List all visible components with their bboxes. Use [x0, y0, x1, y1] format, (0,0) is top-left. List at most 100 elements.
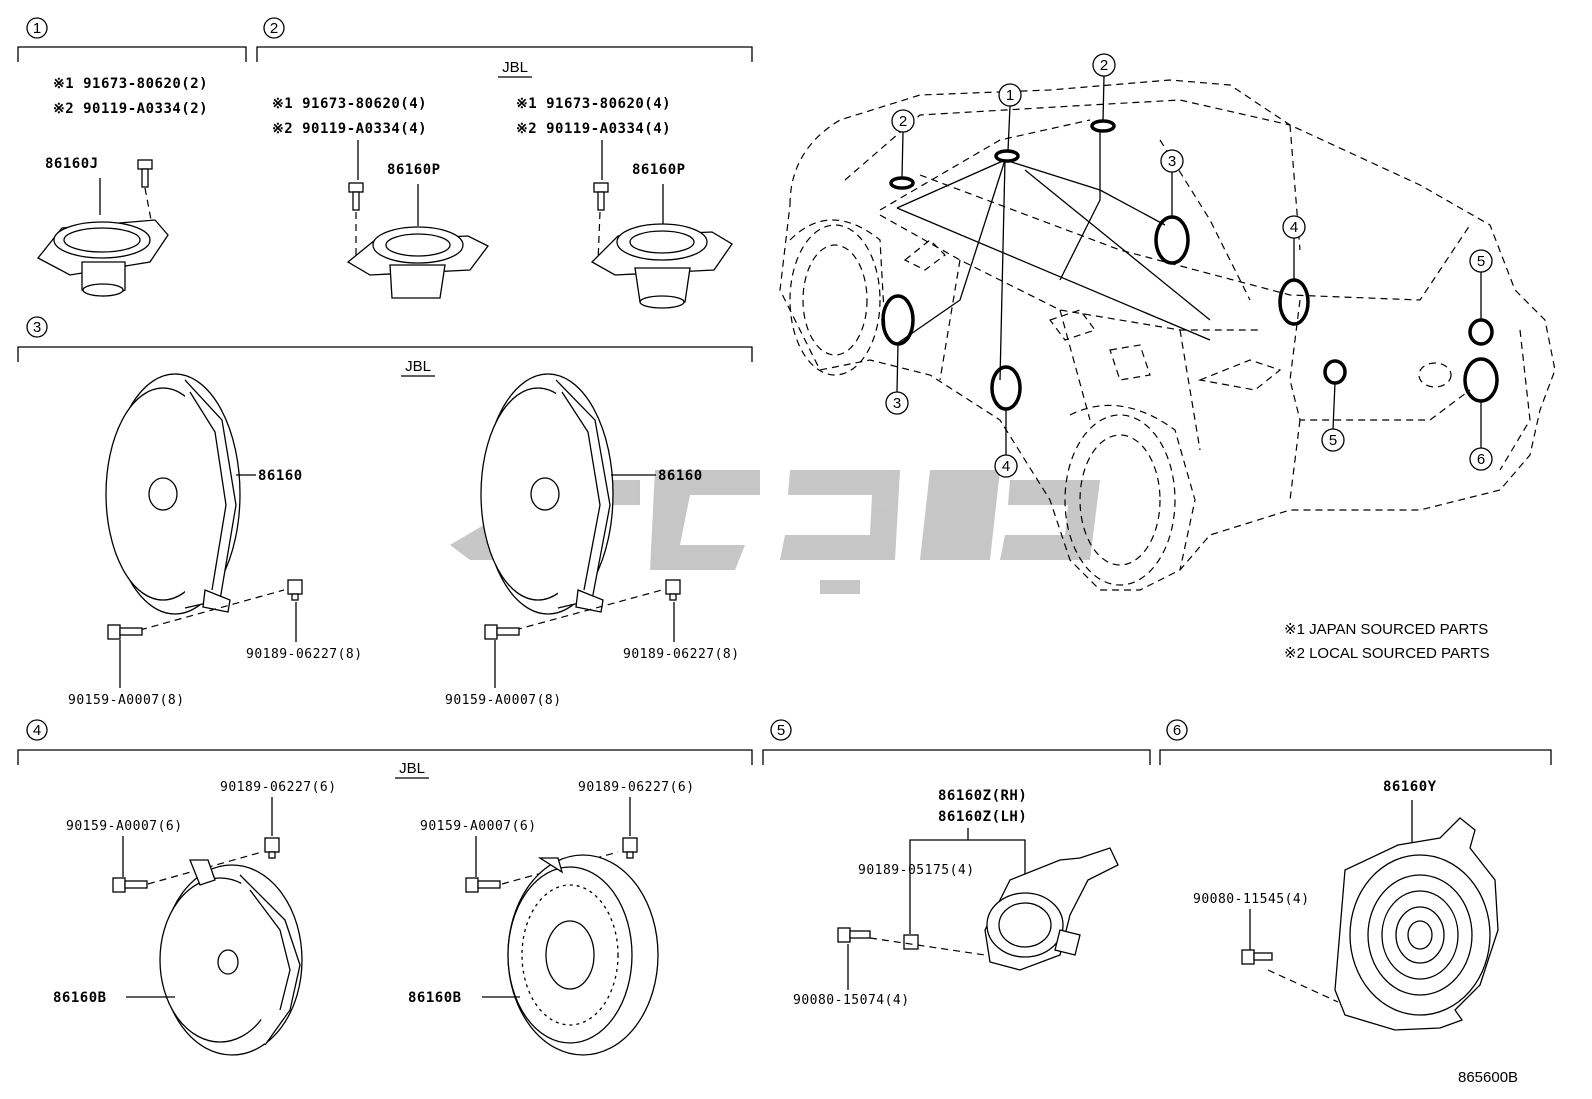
group-5-header: 5: [762, 719, 1151, 765]
svg-text:90189-06227(8): 90189-06227(8): [623, 647, 740, 662]
group-4-parts-right: 90189-06227(6) 90159-A0007(6) 86160B: [408, 780, 695, 1056]
group-6-header: 6: [1159, 719, 1552, 765]
svg-text:6: 6: [1173, 722, 1181, 739]
tweeter-speaker-icon: [37, 219, 169, 297]
svg-text:90189-06227(6): 90189-06227(6): [578, 780, 695, 795]
svg-text:90159-A0007(6): 90159-A0007(6): [66, 819, 183, 834]
svg-text:3: 3: [1168, 153, 1176, 170]
svg-text:2: 2: [270, 20, 278, 37]
svg-text:86160P: 86160P: [387, 162, 441, 178]
svg-text:90189-06227(8): 90189-06227(8): [246, 647, 363, 662]
svg-text:※1 91673-80620(4): ※1 91673-80620(4): [272, 96, 427, 112]
screw-icon: [593, 182, 609, 211]
svg-text:2: 2: [899, 113, 907, 130]
svg-text:4: 4: [1290, 219, 1298, 236]
bolt-icon: [112, 877, 148, 893]
svg-text:2: 2: [1100, 57, 1108, 74]
vehicle-callout-1: 1: [998, 83, 1022, 107]
svg-text:86160: 86160: [258, 468, 303, 484]
bolt-icon: [837, 927, 871, 943]
svg-text:90080-15074(4): 90080-15074(4): [793, 993, 910, 1008]
group-1-parts: ※1 91673-80620(2) ※2 90119-A0334(2) 8616…: [37, 76, 208, 297]
svg-text:86160J: 86160J: [45, 156, 99, 172]
vehicle-callout-6: 6: [1469, 447, 1493, 471]
clip-icon: [665, 579, 681, 601]
vehicle-callout-3a: 3: [1160, 149, 1184, 173]
svg-text:4: 4: [33, 722, 41, 739]
svg-text:JBL: JBL: [405, 358, 431, 375]
sourcing-legend: ※1 JAPAN SOURCED PARTS ※2 LOCAL SOURCED …: [1284, 621, 1490, 662]
tweeter-speaker-icon: [346, 226, 489, 299]
svg-text:86160Y: 86160Y: [1383, 779, 1437, 795]
svg-text:5: 5: [1477, 253, 1485, 270]
group-2-header: 2 JBL: [256, 17, 753, 78]
group-5-parts: 86160Z(RH) 86160Z(LH) 90189-05175(4) 900…: [793, 788, 1119, 1008]
svg-text:1: 1: [33, 20, 41, 37]
svg-text:3: 3: [33, 319, 41, 336]
screw-icon: [137, 159, 153, 188]
svg-text:86160Z(RH): 86160Z(RH): [938, 788, 1027, 804]
svg-text:90189-05175(4): 90189-05175(4): [858, 863, 975, 878]
vehicle-callout-4a: 4: [1282, 215, 1306, 239]
svg-text:※2 90119-A0334(2): ※2 90119-A0334(2): [53, 101, 208, 117]
door-speaker-icon: [159, 859, 303, 1056]
vehicle-callout-2a: 2: [891, 109, 915, 133]
clip-icon: [622, 837, 638, 859]
svg-text:86160: 86160: [658, 468, 703, 484]
svg-text:3: 3: [893, 395, 901, 412]
svg-text:5: 5: [777, 722, 785, 739]
svg-text:※2 LOCAL SOURCED PARTS: ※2 LOCAL SOURCED PARTS: [1284, 645, 1490, 662]
clip-icon: [287, 579, 303, 601]
svg-text:86160P: 86160P: [632, 162, 686, 178]
svg-text:90189-06227(6): 90189-06227(6): [220, 780, 337, 795]
group-4-parts-left: 90189-06227(6) 90159-A0007(6) 86160B: [53, 780, 337, 1056]
group-2-parts-right: ※1 91673-80620(4) ※2 90119-A0334(4) 8616…: [516, 96, 733, 309]
door-speaker-icon: [105, 373, 241, 615]
woofer-speaker-icon: [1334, 817, 1499, 1031]
svg-text:86160Z(LH): 86160Z(LH): [938, 809, 1027, 825]
group-3-parts-right: 86160 90189-06227(8) 90159-A0007(8): [445, 373, 740, 708]
svg-text:※1 91673-80620(2): ※1 91673-80620(2): [53, 76, 208, 92]
svg-text:90159-A0007(8): 90159-A0007(8): [445, 693, 562, 708]
diagram-code: 865600B: [1458, 1069, 1518, 1086]
clip-icon: [903, 934, 919, 950]
vehicle-callout-4b: 4: [994, 454, 1018, 478]
vehicle-callout-2b: 2: [1092, 53, 1116, 77]
group-4-header: 4 JBL: [17, 719, 753, 779]
svg-text:JBL: JBL: [502, 59, 528, 76]
svg-text:1: 1: [1006, 87, 1014, 104]
bolt-icon: [484, 624, 520, 640]
svg-text:JBL: JBL: [399, 760, 425, 777]
door-speaker-icon: [480, 373, 614, 615]
clip-icon: [264, 837, 280, 859]
vehicle-callout-5b: 5: [1321, 428, 1345, 452]
vehicle-callout-3b: 3: [885, 391, 909, 415]
svg-text:※2 90119-A0334(4): ※2 90119-A0334(4): [272, 121, 427, 137]
tweeter-speaker-icon: [590, 223, 733, 309]
tweeter-speaker-icon: [984, 847, 1119, 971]
bolt-icon: [1241, 949, 1273, 965]
svg-text:5: 5: [1329, 432, 1337, 449]
svg-text:※2 90119-A0334(4): ※2 90119-A0334(4): [516, 121, 671, 137]
group-1-header: 1: [17, 17, 247, 62]
group-3-header: 3 JBL: [17, 316, 753, 377]
group-2-parts-left: ※1 91673-80620(4) ※2 90119-A0334(4) 8616…: [272, 96, 489, 299]
svg-text:86160B: 86160B: [53, 990, 107, 1006]
svg-text:90159-A0007(8): 90159-A0007(8): [68, 693, 185, 708]
svg-text:86160B: 86160B: [408, 990, 462, 1006]
svg-text:※1 91673-80620(4): ※1 91673-80620(4): [516, 96, 671, 112]
svg-text:※1 JAPAN SOURCED PARTS: ※1 JAPAN SOURCED PARTS: [1284, 621, 1488, 638]
svg-text:90159-A0007(6): 90159-A0007(6): [420, 819, 537, 834]
group-6-parts: 86160Y 90080-11545(4): [1193, 779, 1499, 1031]
svg-text:90080-11545(4): 90080-11545(4): [1193, 892, 1310, 907]
bolt-icon: [107, 624, 143, 640]
vehicle-illustration: [779, 75, 1556, 591]
vehicle-callout-5a: 5: [1469, 249, 1493, 273]
svg-text:4: 4: [1002, 458, 1010, 475]
subwoofer-speaker-icon: [507, 854, 659, 1056]
group-3-parts-left: 86160 90189-06227(8) 90159-A0007(8): [68, 373, 363, 708]
screw-icon: [348, 182, 364, 211]
svg-text:6: 6: [1477, 451, 1485, 468]
